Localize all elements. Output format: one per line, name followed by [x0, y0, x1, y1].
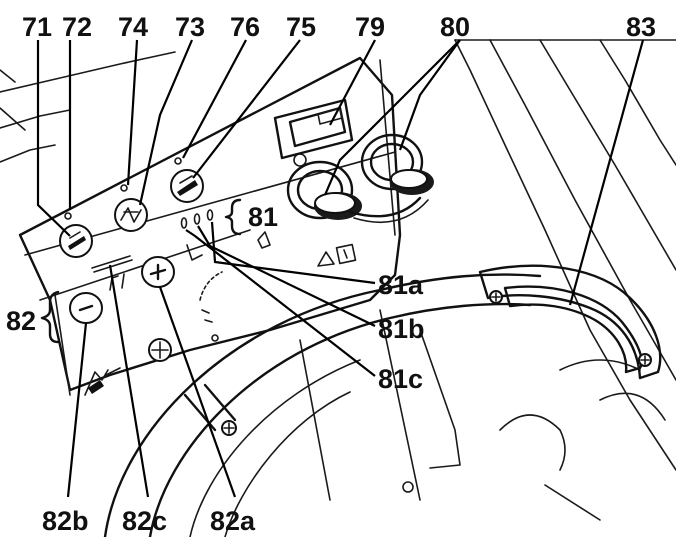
- callout-labels: 71 72 74 73 76 75 79 80 83 81 81a 81b 81…: [6, 12, 656, 536]
- button-82a-plus: [141, 256, 175, 288]
- bracket-82: [40, 290, 60, 344]
- callout-82c: 82c: [122, 506, 167, 536]
- bracket-81: [224, 198, 242, 236]
- button-82b-minus: [69, 292, 103, 324]
- callout-81a: 81a: [378, 270, 424, 300]
- led-72: [64, 212, 72, 220]
- callout-80: 80: [440, 12, 470, 42]
- handle-83: [478, 264, 662, 380]
- wire-icon: [84, 367, 121, 396]
- callout-75: 75: [286, 12, 316, 42]
- led-76: [174, 157, 182, 165]
- callout-82a: 82a: [210, 506, 256, 536]
- leds-81: [180, 209, 271, 261]
- display-82c: [91, 255, 133, 291]
- callout-73: 73: [175, 12, 205, 42]
- callout-74: 74: [118, 12, 148, 42]
- callout-81b: 81b: [378, 314, 425, 344]
- connector-socket-79: [273, 98, 354, 160]
- callout-83: 83: [626, 12, 656, 42]
- indicator-hole: [293, 153, 307, 167]
- callout-82: 82: [6, 306, 36, 336]
- gas-sockets-80: [286, 133, 434, 224]
- led-74: [120, 184, 128, 192]
- button-73: [114, 198, 148, 232]
- button-75: [170, 169, 204, 203]
- callout-81c: 81c: [378, 364, 423, 394]
- callout-79: 79: [355, 12, 385, 42]
- leader-lines: [36, 39, 645, 498]
- callout-71: 71: [22, 12, 52, 42]
- callout-76: 76: [230, 12, 260, 42]
- machine-background-lines: [0, 39, 676, 521]
- callout-81: 81: [248, 202, 278, 232]
- callout-72: 72: [62, 12, 92, 42]
- callout-82b: 82b: [42, 506, 89, 536]
- warning-symbols: [317, 243, 357, 267]
